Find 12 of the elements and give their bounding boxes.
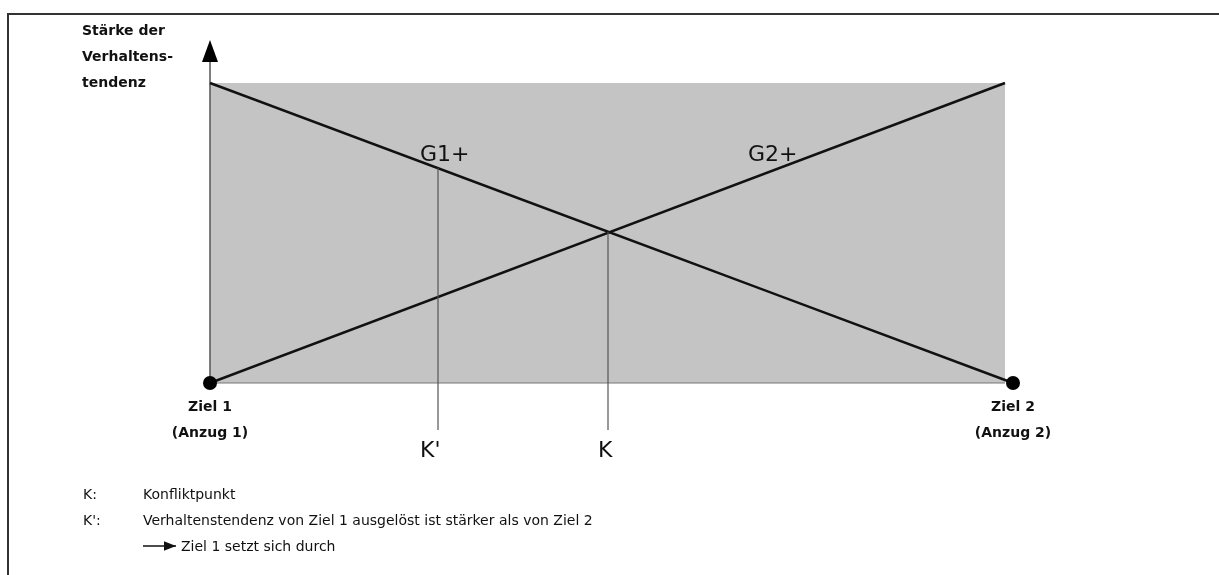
legend-text: Konfliktpunkt <box>143 486 236 504</box>
legend-key: K: <box>83 486 97 504</box>
line-label: G2+ <box>748 140 798 168</box>
goal-label: Ziel 1 (Anzug 1) <box>170 397 250 442</box>
point-label: K <box>598 436 613 464</box>
goal-label: Ziel 2 (Anzug 2) <box>973 397 1053 442</box>
line-label: G1+ <box>420 140 470 168</box>
legend-key: K': <box>83 512 101 530</box>
legend-text: Ziel 1 setzt sich durch <box>181 538 336 556</box>
point-label: K' <box>420 436 441 464</box>
axis-label: Stärke der Verhaltens- tendenz <box>82 21 174 92</box>
legend-text: Verhaltenstendenz von Ziel 1 ausgelöst ist stärker als von Ziel 2 <box>143 512 593 530</box>
